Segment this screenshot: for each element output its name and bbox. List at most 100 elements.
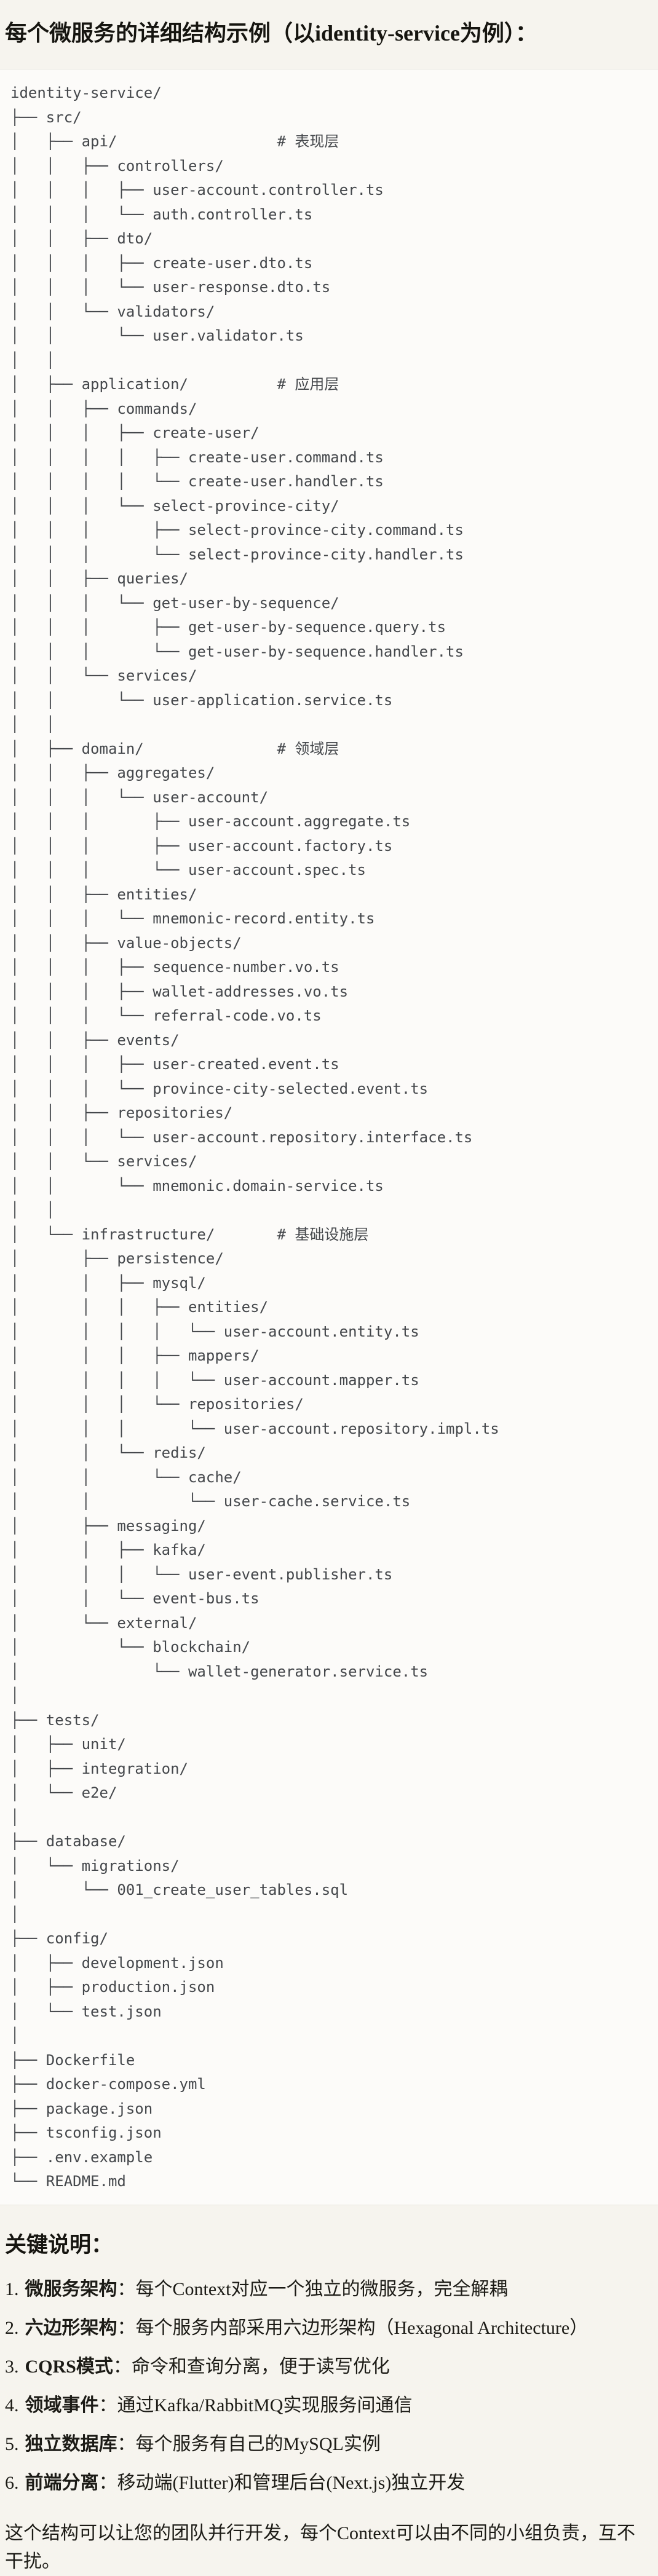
tree-line: │ └── infrastructure/ # 基础设施层 bbox=[10, 1225, 369, 1243]
tree-line: │ │ └── event-bus.ts bbox=[10, 1590, 260, 1607]
tree-line: │ │ └── user-cache.service.ts bbox=[10, 1493, 411, 1510]
note-item: 6. 前端分离：移动端(Flutter)和管理后台(Next.js)独立开发 bbox=[5, 2469, 651, 2497]
tree-line: │ bbox=[10, 1687, 20, 1704]
tree-line: │ └── test.json bbox=[10, 2002, 162, 2020]
tree-line: ├── .env.example bbox=[10, 2148, 153, 2166]
note-desc: 每个Context对应一个独立的微服务，完全解耦 bbox=[135, 2278, 508, 2299]
tree-line: │ │ ├── events/ bbox=[10, 1031, 180, 1049]
note-item: 3.CQRS模式：命令和查询分离，便于读写优化 bbox=[5, 2353, 651, 2381]
note-number: 4. bbox=[5, 2395, 19, 2416]
tree-line: ├── database/ bbox=[10, 1833, 126, 1850]
tree-line: │ └── wallet-generator.service.ts bbox=[10, 1662, 429, 1680]
tree-line: └── README.md bbox=[10, 2173, 126, 2190]
tree-line: │ ├── integration/ bbox=[10, 1760, 188, 1777]
tree-line: │ │ │ ├── user-created.event.ts bbox=[10, 1056, 339, 1073]
tree-line: │ │ ├── kafka/ bbox=[10, 1541, 206, 1559]
page-title: 每个微服务的详细结构示例（以identity-service为例）： bbox=[5, 21, 537, 45]
tree-line: │ │ │ └── user-account.spec.ts bbox=[10, 861, 366, 879]
tree-line: │ ├── application/ # 应用层 bbox=[10, 376, 339, 393]
tree-line: │ ├── domain/ # 领域层 bbox=[10, 740, 339, 757]
tree-line: │ │ │ ├── sequence-number.vo.ts bbox=[10, 958, 339, 976]
note-colon: ： bbox=[113, 2356, 132, 2377]
tree-line: │ │ └── user-application.service.ts bbox=[10, 691, 393, 709]
tree-line: ├── Dockerfile bbox=[10, 2051, 135, 2069]
tree-line: │ │ │ ├── wallet-addresses.vo.ts bbox=[10, 982, 349, 1000]
note-number: 3. bbox=[5, 2356, 19, 2377]
tree-line: │ bbox=[10, 1808, 20, 1826]
tree-line: │ │ │ └── select-province-city.handler.t… bbox=[10, 545, 464, 563]
tree-line: │ │ │ └── referral-code.vo.ts bbox=[10, 1007, 322, 1024]
tree-line: │ │ bbox=[10, 716, 55, 733]
note-colon: ： bbox=[98, 2395, 117, 2416]
note-number: 1. bbox=[5, 2278, 19, 2299]
note-term: 独立数据库 bbox=[25, 2433, 117, 2454]
note-term: 六边形架构 bbox=[25, 2317, 117, 2338]
note-desc: 命令和查询分离，便于读写优化 bbox=[131, 2356, 390, 2377]
tree-line: │ │ │ ├── user-account.controller.ts bbox=[10, 181, 384, 199]
note-item: 4.领域事件：通过Kafka/RabbitMQ实现服务间通信 bbox=[5, 2392, 651, 2420]
note-colon: ： bbox=[117, 2433, 136, 2454]
tree-line: │ │ ├── value-objects/ bbox=[10, 934, 242, 952]
tree-line: │ │ └── mnemonic.domain-service.ts bbox=[10, 1177, 384, 1195]
tree-line: │ │ ├── entities/ bbox=[10, 885, 197, 903]
tree-line: │ │ ├── commands/ bbox=[10, 400, 197, 417]
tree-line: │ │ │ ├── user-account.factory.ts bbox=[10, 837, 393, 855]
tree-line: │ │ │ └── get-user-by-sequence.handler.t… bbox=[10, 642, 464, 660]
tree-line: │ │ bbox=[10, 1201, 55, 1219]
tree-line: │ │ │ └── get-user-by-sequence/ bbox=[10, 594, 339, 612]
note-number: 2. bbox=[5, 2317, 19, 2338]
tree-line: │ │ │ └── auth.controller.ts bbox=[10, 205, 313, 223]
note-desc: 通过Kafka/RabbitMQ实现服务间通信 bbox=[117, 2395, 413, 2416]
tree-line: │ │ │ └── user-response.dto.ts bbox=[10, 279, 331, 296]
tree-line: │ │ │ ├── create-user.dto.ts bbox=[10, 254, 313, 272]
tree-line: │ │ └── cache/ bbox=[10, 1468, 242, 1486]
tree-line: │ │ │ │ └── user-account.mapper.ts bbox=[10, 1371, 419, 1389]
tree-line: │ │ ├── aggregates/ bbox=[10, 764, 215, 781]
tree-line: │ │ ├── repositories/ bbox=[10, 1104, 233, 1121]
tree-line: │ bbox=[10, 1905, 20, 1923]
tree-line: │ ├── production.json bbox=[10, 1978, 215, 1996]
note-item: 2.六边形架构：每个服务内部采用六边形架构（Hexagonal Architec… bbox=[5, 2314, 651, 2342]
note-colon: ： bbox=[98, 2472, 117, 2493]
tree-line: │ │ ├── queries/ bbox=[10, 570, 188, 587]
tree-line: │ │ │ ├── select-province-city.command.t… bbox=[10, 521, 464, 539]
tree-line: │ │ │ └── user-account.repository.impl.t… bbox=[10, 1420, 499, 1437]
note-colon: ： bbox=[117, 2278, 136, 2299]
tree-line: │ └── e2e/ bbox=[10, 1784, 117, 1801]
note-term: 微服务架构 bbox=[25, 2278, 117, 2299]
tree-line: │ │ │ │ └── user-account.entity.ts bbox=[10, 1322, 419, 1340]
tree-line: │ │ │ ├── create-user/ bbox=[10, 424, 260, 441]
directory-tree-code-block: identity-service/├── src/│ ├── api/ # 表现… bbox=[0, 69, 658, 2205]
tree-line: ├── package.json bbox=[10, 2100, 153, 2117]
notes-heading: 关键说明： bbox=[5, 2232, 113, 2257]
note-colon: ： bbox=[117, 2317, 136, 2338]
tree-line: │ │ ├── mysql/ bbox=[10, 1274, 206, 1292]
tree-line: │ │ │ └── user-account.repository.interf… bbox=[10, 1128, 473, 1146]
tree-line: │ │ └── services/ bbox=[10, 1153, 197, 1170]
tree-line: ├── config/ bbox=[10, 1930, 108, 1947]
tree-line: │ │ │ └── mnemonic-record.entity.ts bbox=[10, 910, 375, 927]
note-desc: 每个服务有自己的MySQL实例 bbox=[135, 2433, 381, 2454]
note-term: 前端分离 bbox=[25, 2472, 99, 2493]
tree-line: ├── tests/ bbox=[10, 1711, 100, 1729]
tree-line: │ bbox=[10, 2027, 20, 2044]
tree-line: │ │ │ ├── user-account.aggregate.ts bbox=[10, 813, 411, 830]
tree-line: │ │ │ ├── get-user-by-sequence.query.ts bbox=[10, 618, 446, 636]
tree-line: │ │ │ └── province-city-selected.event.t… bbox=[10, 1080, 429, 1097]
tree-line: ├── src/ bbox=[10, 108, 82, 126]
note-number: 5. bbox=[5, 2433, 19, 2454]
tree-line: ├── docker-compose.yml bbox=[10, 2076, 206, 2093]
tree-line: │ │ ├── controllers/ bbox=[10, 157, 224, 175]
tree-line: │ │ │ └── user-account/ bbox=[10, 788, 269, 806]
note-desc: 移动端(Flutter)和管理后台(Next.js)独立开发 bbox=[117, 2472, 466, 2493]
tree-line: │ ├── unit/ bbox=[10, 1736, 126, 1753]
tree-line: │ │ └── services/ bbox=[10, 667, 197, 684]
tree-line: │ └── 001_create_user_tables.sql bbox=[10, 1881, 349, 1898]
tree-line: │ ├── persistence/ bbox=[10, 1250, 224, 1267]
tree-line: │ │ bbox=[10, 351, 55, 369]
note-number: 6. bbox=[5, 2472, 19, 2493]
tree-line: │ │ └── validators/ bbox=[10, 302, 215, 320]
